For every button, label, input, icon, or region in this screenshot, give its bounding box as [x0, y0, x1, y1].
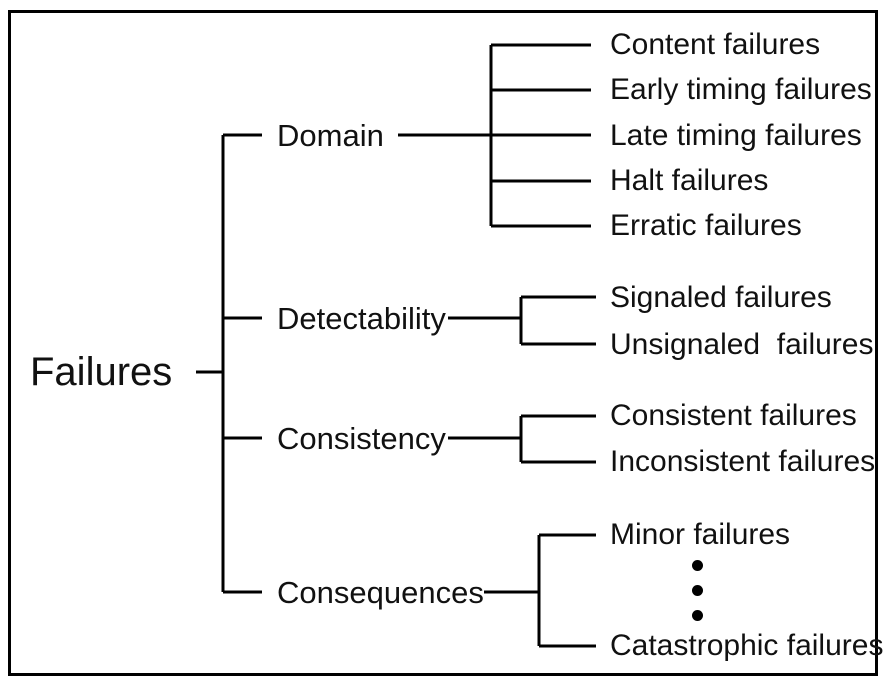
leaf-node-erratic-failures[interactable]: Erratic failures — [610, 209, 802, 242]
leaf-node-signaled-failures[interactable]: Signaled failures — [610, 281, 832, 314]
ellipsis-dot-2 — [692, 585, 703, 596]
diagram-border-frame — [8, 10, 878, 676]
ellipsis-dot-1 — [692, 560, 703, 571]
leaf-node-early-timing-failures[interactable]: Early timing failures — [610, 73, 872, 106]
leaf-node-minor-failures[interactable]: Minor failures — [610, 518, 791, 551]
leaf-node-content-failures[interactable]: Content failures — [610, 28, 821, 61]
leaf-node-catastrophic-failures[interactable]: Catastrophic failures — [610, 629, 884, 662]
leaf-node-consistent-failures[interactable]: Consistent failures — [610, 399, 857, 432]
ellipsis-dot-3 — [692, 610, 703, 621]
branch-node-domain[interactable]: Domain — [277, 118, 384, 153]
vertical-ellipsis-icon — [692, 560, 703, 635]
leaf-node-halt-failures[interactable]: Halt failures — [610, 164, 769, 197]
root-node-failures[interactable]: Failures — [30, 350, 173, 394]
branch-node-detectability[interactable]: Detectability — [277, 301, 446, 336]
leaf-node-unsignaled-failures[interactable]: Unsignaled failures — [610, 328, 874, 361]
branch-node-consistency[interactable]: Consistency — [277, 421, 446, 456]
leaf-node-late-timing-failures[interactable]: Late timing failures — [610, 119, 862, 152]
leaf-node-inconsistent-failures[interactable]: Inconsistent failures — [610, 445, 876, 478]
branch-node-consequences[interactable]: Consequences — [277, 575, 484, 610]
